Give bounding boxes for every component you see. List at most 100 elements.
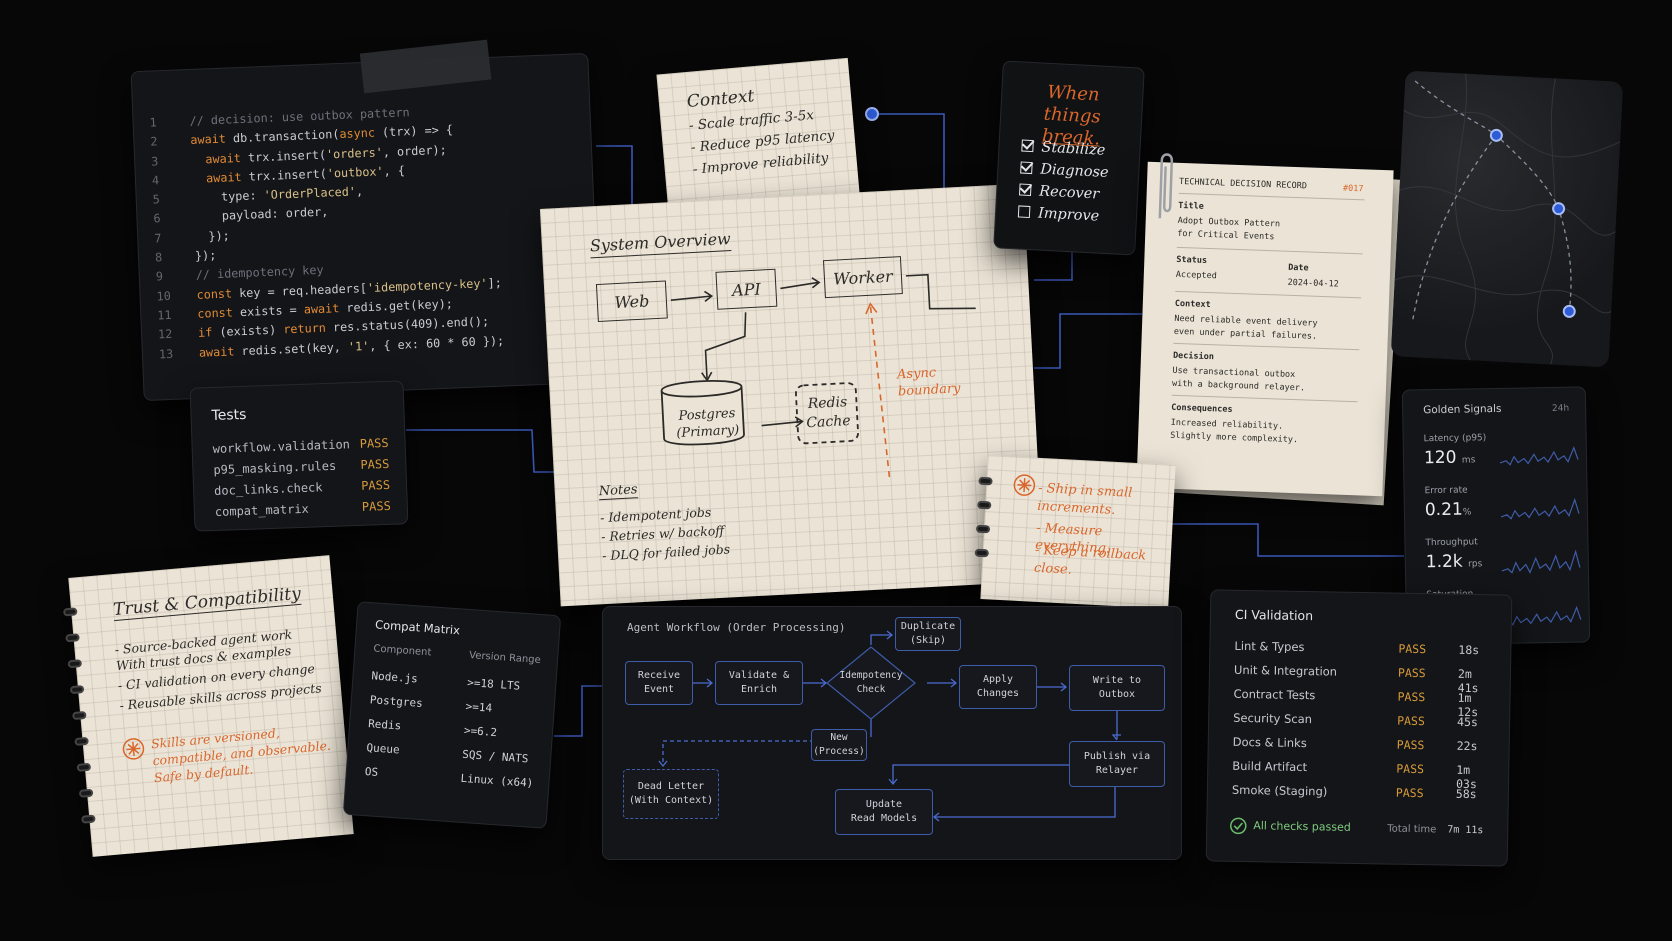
tdr-consequences: Increased reliability.Slightly more comp…: [1170, 417, 1299, 446]
tdr-date: 2024-04-12: [1287, 277, 1339, 290]
tdr-consequences-label: Consequences: [1171, 402, 1233, 415]
workflow-arrows: [658, 630, 1121, 822]
compat-title: Compat Matrix: [374, 617, 461, 638]
validate-enrich-node: Validate &Enrich: [715, 661, 803, 705]
network-map-card: [1390, 70, 1624, 368]
compat-row: Node.js>=18 LTS: [371, 669, 521, 693]
map-route: [1394, 73, 1621, 365]
map-node-icon: [1489, 128, 1503, 142]
tdr-date-label: Date: [1287, 262, 1309, 274]
checkbox-checked-icon[interactable]: [1020, 161, 1033, 175]
context-note: Context - Scale traffic 3-5x - Reduce p9…: [656, 57, 860, 211]
test-status: PASS: [360, 477, 391, 493]
tests-title: Tests: [211, 406, 247, 425]
duplicate-skip-node: Duplicate(Skip): [895, 617, 961, 651]
postgres-label: Postgres(Primary): [676, 406, 740, 442]
test-status: PASS: [361, 498, 392, 514]
paperclip-icon: [1158, 153, 1174, 219]
checkbox-checked-icon[interactable]: [1018, 183, 1032, 197]
asterisk-icon: [122, 738, 145, 760]
compat-row: Postgres>=14: [369, 693, 493, 715]
check-circle-icon: [1230, 817, 1247, 835]
metric-value: 1.2k rps: [1425, 551, 1483, 573]
golden-signals-panel: Golden Signals 24h Latency (p95) 120 ms …: [1401, 386, 1591, 646]
overview-arrows: [660, 273, 976, 478]
asterisk-icon: [1013, 474, 1036, 496]
agent-title: Agent Workflow (Order Processing): [627, 621, 846, 634]
metric-value: 0.21%: [1424, 499, 1472, 521]
checkbox-empty-icon[interactable]: [1017, 205, 1031, 219]
trust-note: Skills are versioned,compatible, and obs…: [150, 725, 332, 786]
ship-item: close.: [1033, 560, 1073, 578]
checklist-item[interactable]: Improve: [1017, 204, 1100, 225]
test-status: PASS: [360, 456, 390, 472]
test-status: PASS: [359, 435, 389, 451]
system-overview-diagram: System Overview Web API Worker Postgres(…: [539, 183, 1045, 607]
ship-note: - Ship in small increments. - Measure ev…: [974, 455, 1176, 609]
ci-total-label: Total time: [1387, 823, 1437, 836]
ship-item: increments.: [1036, 498, 1116, 518]
ci-title: CI Validation: [1234, 606, 1314, 624]
map-node-icon: [1552, 202, 1566, 216]
tdr-decision-label: Decision: [1172, 350, 1215, 363]
notes-list: - Idempotent jobs- Retries w/ backoff- D…: [599, 504, 731, 564]
compat-row: Redis>=6.2: [367, 717, 498, 740]
tdr-status: Accepted: [1175, 269, 1217, 282]
checkbox-checked-icon[interactable]: [1021, 139, 1034, 153]
context-title: Context: [686, 86, 756, 113]
tdr-number: #017: [1342, 183, 1364, 195]
ci-total: 7m 11s: [1447, 824, 1484, 837]
new-process-node: New(Process): [811, 729, 867, 761]
golden-window: 24h: [1551, 403, 1570, 415]
metric-label: Throughput: [1425, 537, 1478, 549]
checklist-item[interactable]: Recover: [1018, 182, 1100, 203]
sparklines: [1499, 445, 1582, 626]
dead-letter-node: Dead Letter(With Context): [623, 769, 719, 819]
context-item: - Improve reliability: [692, 149, 829, 178]
metric-value: 120 ms: [1423, 447, 1476, 469]
agent-workflow-panel: Agent Workflow (Order Processing) Receiv…: [602, 606, 1182, 860]
tdr-title-label: Title: [1178, 200, 1204, 212]
trust-title: Trust & Compatibility: [112, 583, 302, 622]
tdr-context-label: Context: [1174, 298, 1211, 311]
tdr-header: TECHNICAL DECISION RECORD: [1178, 176, 1308, 192]
checklist-item[interactable]: Stabilize: [1021, 139, 1106, 159]
golden-title: Golden Signals: [1423, 402, 1502, 417]
metric-label: Error rate: [1424, 485, 1468, 497]
checklist-item[interactable]: Diagnose: [1020, 160, 1109, 181]
tdr-status-label: Status: [1176, 254, 1208, 266]
trust-compatibility-note: Trust & Compatibility - Source-backed ag…: [62, 555, 354, 857]
technical-decision-record: TECHNICAL DECISION RECORD #017 Title Ado…: [1136, 153, 1404, 506]
ci-footer: All checks passed: [1253, 819, 1351, 834]
